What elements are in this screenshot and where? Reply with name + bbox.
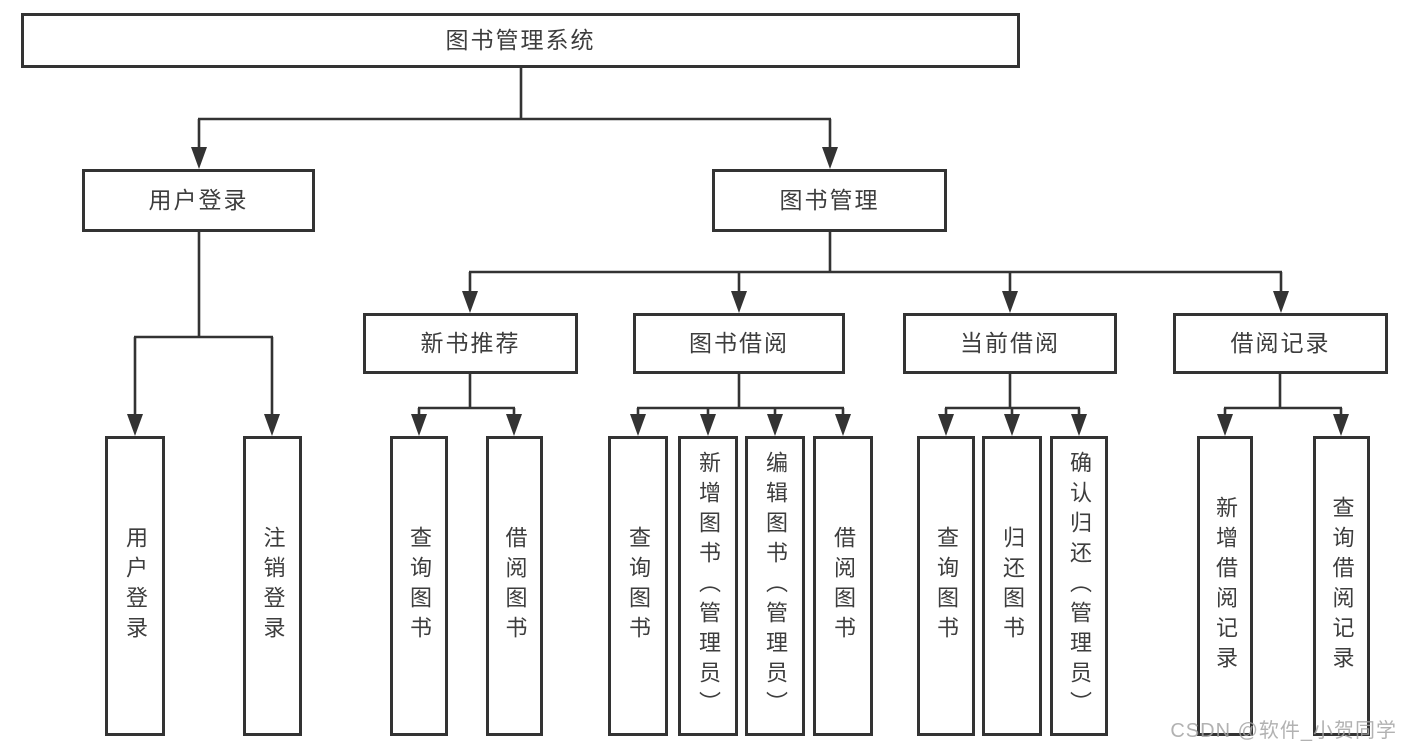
leaf-borrow-add-books-admin: 新增图书（管理员） xyxy=(678,436,738,736)
leaf-current-query-books: 查询图书 xyxy=(917,436,975,736)
node-user-login: 用户登录 xyxy=(82,169,315,232)
node-book-management: 图书管理 xyxy=(712,169,947,232)
leaf-recommend-query-books: 查询图书 xyxy=(390,436,448,736)
node-book-borrow: 图书借阅 xyxy=(633,313,845,374)
leaf-records-query-record: 查询借阅记录 xyxy=(1313,436,1370,736)
leaf-borrow-edit-books-admin: 编辑图书（管理员） xyxy=(745,436,805,736)
node-current-borrow: 当前借阅 xyxy=(903,313,1117,374)
leaf-records-add-record: 新增借阅记录 xyxy=(1197,436,1253,736)
leaf-user-login: 用户登录 xyxy=(105,436,165,736)
leaf-logout: 注销登录 xyxy=(243,436,302,736)
node-new-book-recommend: 新书推荐 xyxy=(363,313,578,374)
arrowheads xyxy=(127,147,1349,436)
connector-stems xyxy=(133,68,1343,417)
node-library-system: 图书管理系统 xyxy=(21,13,1020,68)
leaf-current-return-books: 归还图书 xyxy=(982,436,1042,736)
leaf-recommend-borrow-books: 借阅图书 xyxy=(486,436,543,736)
leaf-borrow-borrow-books: 借阅图书 xyxy=(813,436,873,736)
leaf-current-confirm-return-admin: 确认归还（管理员） xyxy=(1050,436,1108,736)
leaf-borrow-query-books: 查询图书 xyxy=(608,436,668,736)
csdn-watermark: CSDN @软件_小贺同学 xyxy=(1170,720,1397,742)
node-borrow-records: 借阅记录 xyxy=(1173,313,1388,374)
